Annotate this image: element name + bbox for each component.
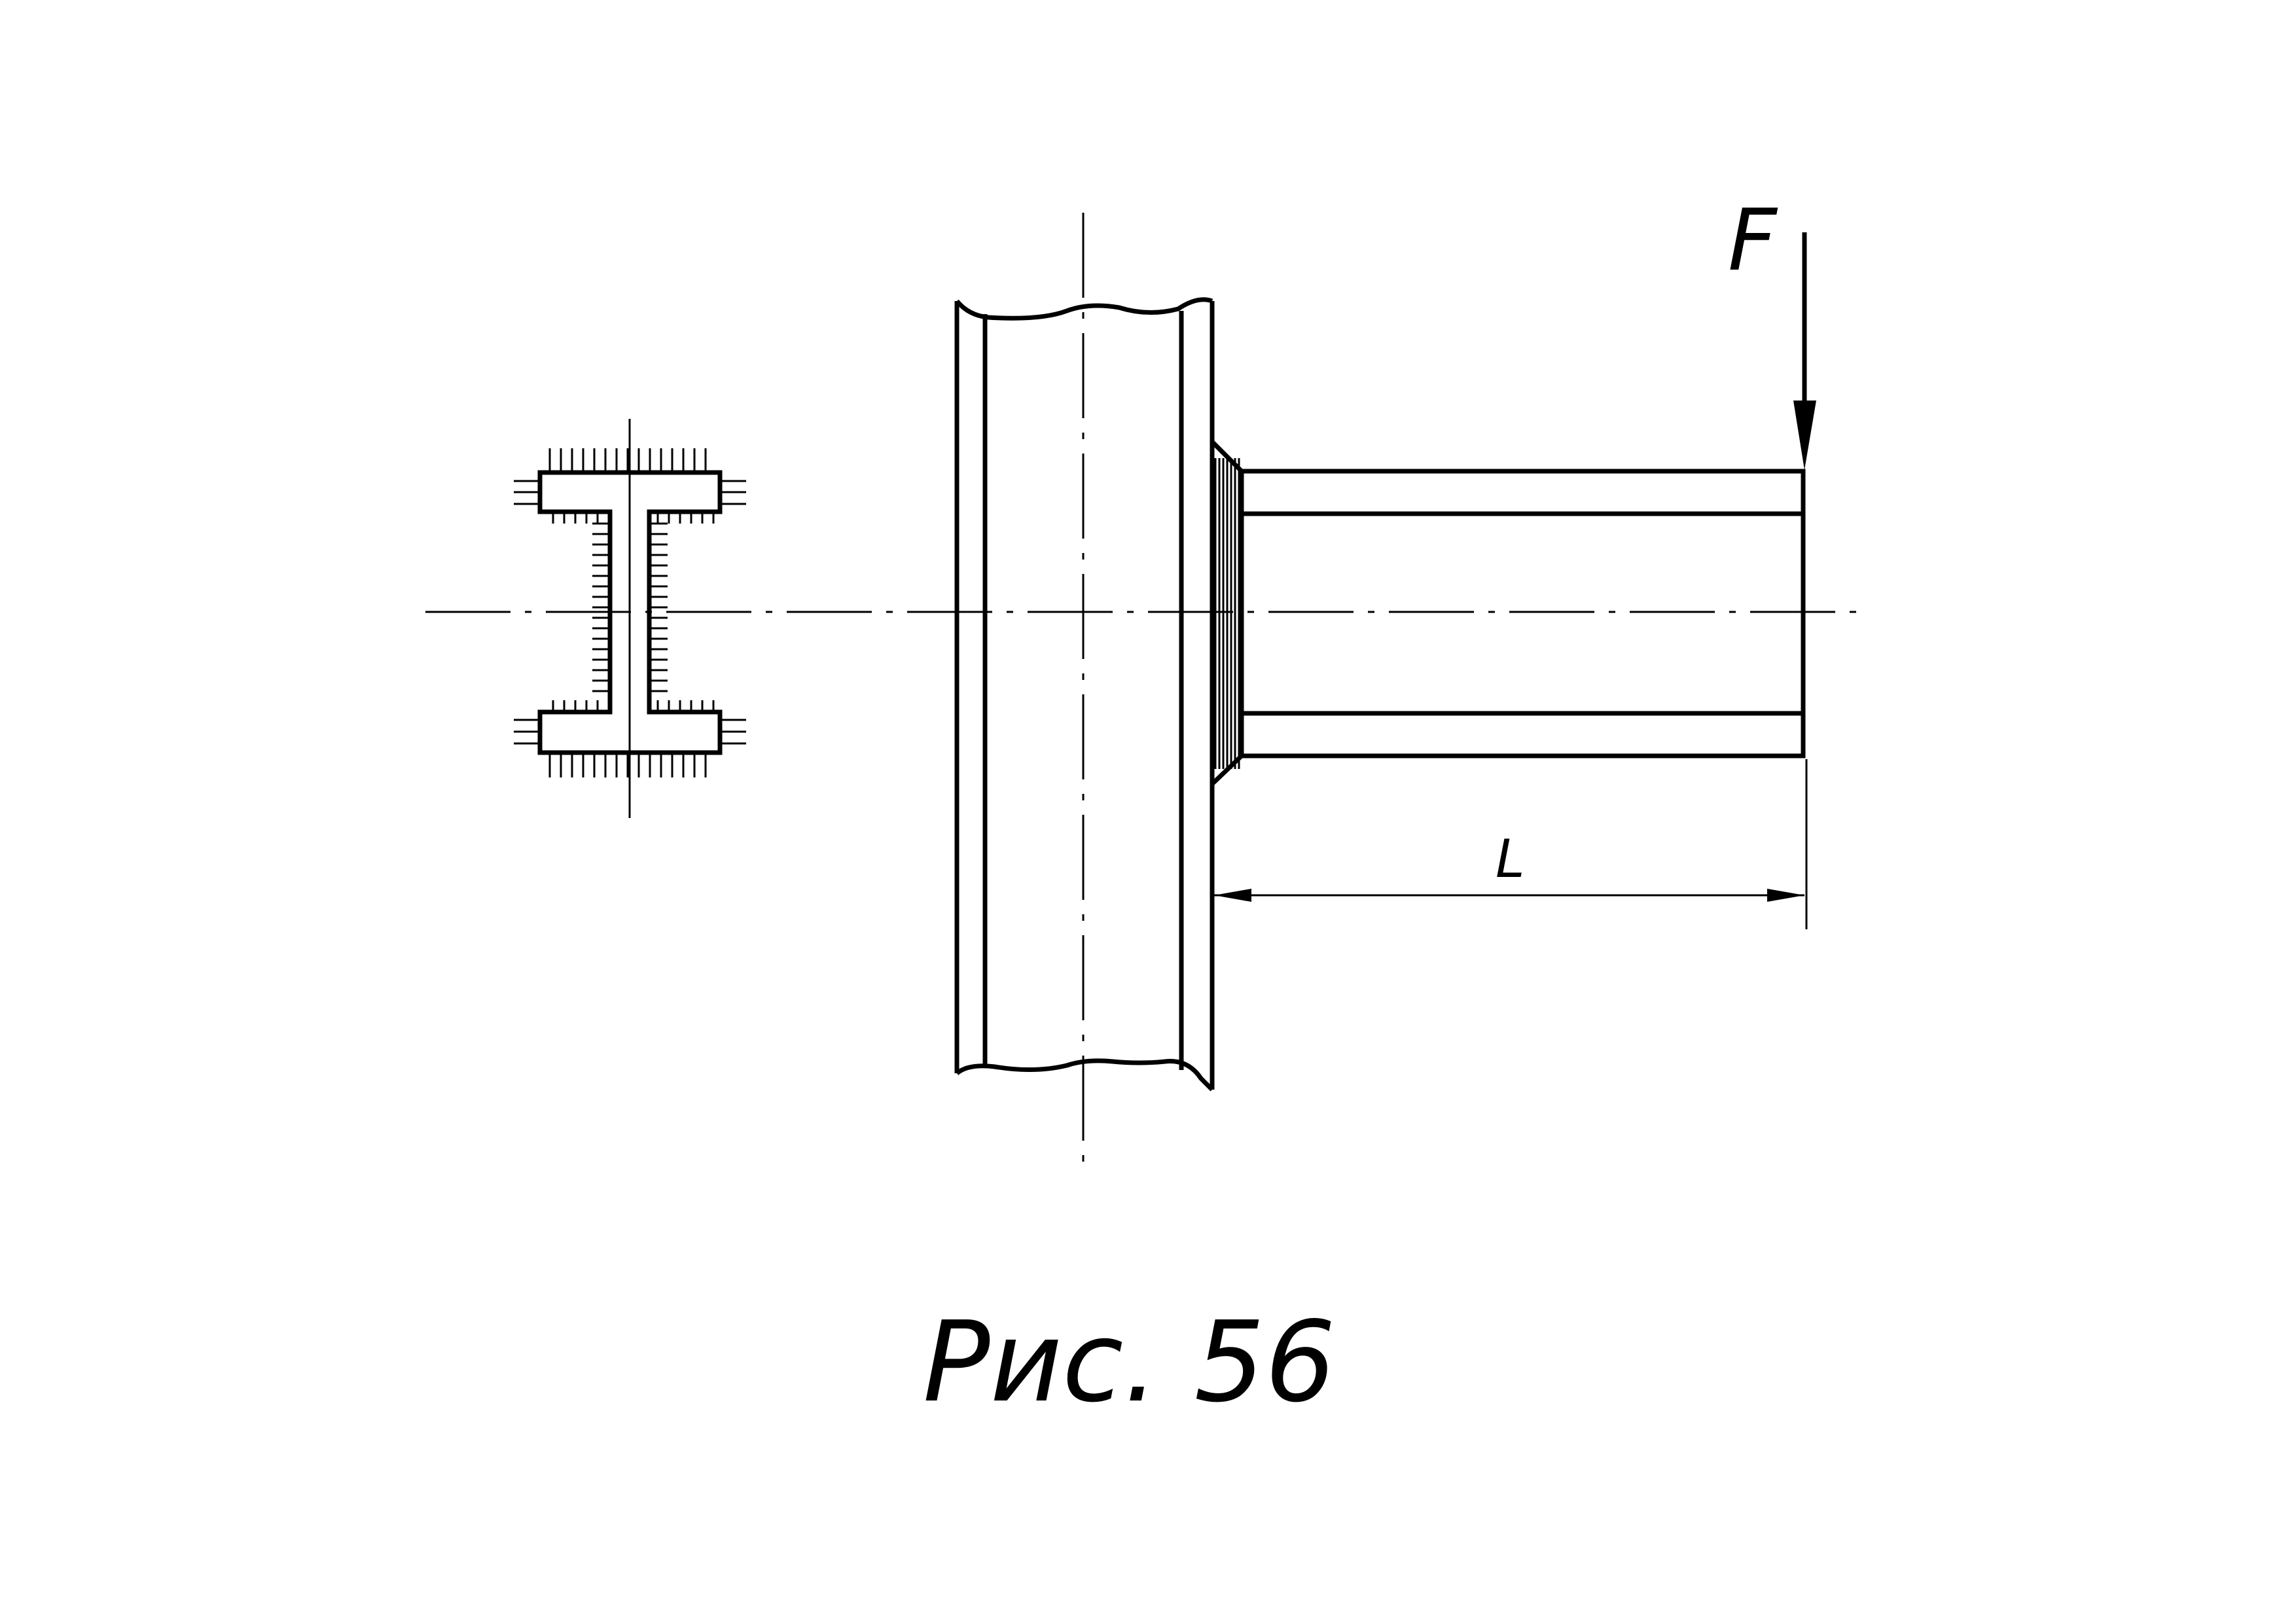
weld-hatch [1214,458,1240,769]
weld-bottom-fillet [1210,754,1244,786]
column-top-break [955,297,1213,321]
column [954,213,1215,1165]
force-label: F [1728,190,1778,290]
beam-outline [1239,469,1806,758]
dimension-arrow-right [1767,889,1804,902]
figure-caption: Рис. 56 [923,1298,1336,1427]
length-label: L [1496,829,1525,889]
dimension-arrow-left [1214,889,1251,902]
i-beam-cross-section [514,419,746,818]
section-hatch [514,448,746,777]
weld-top-fillet [1210,440,1244,473]
force-arrow: F [1728,190,1816,470]
length-dimension: L [1214,759,1808,929]
column-bottom-break [955,1058,1214,1092]
weld [1210,440,1244,786]
cantilever-beam [1239,469,1806,758]
force-arrowhead [1793,401,1816,470]
i-beam-outline [537,470,723,755]
